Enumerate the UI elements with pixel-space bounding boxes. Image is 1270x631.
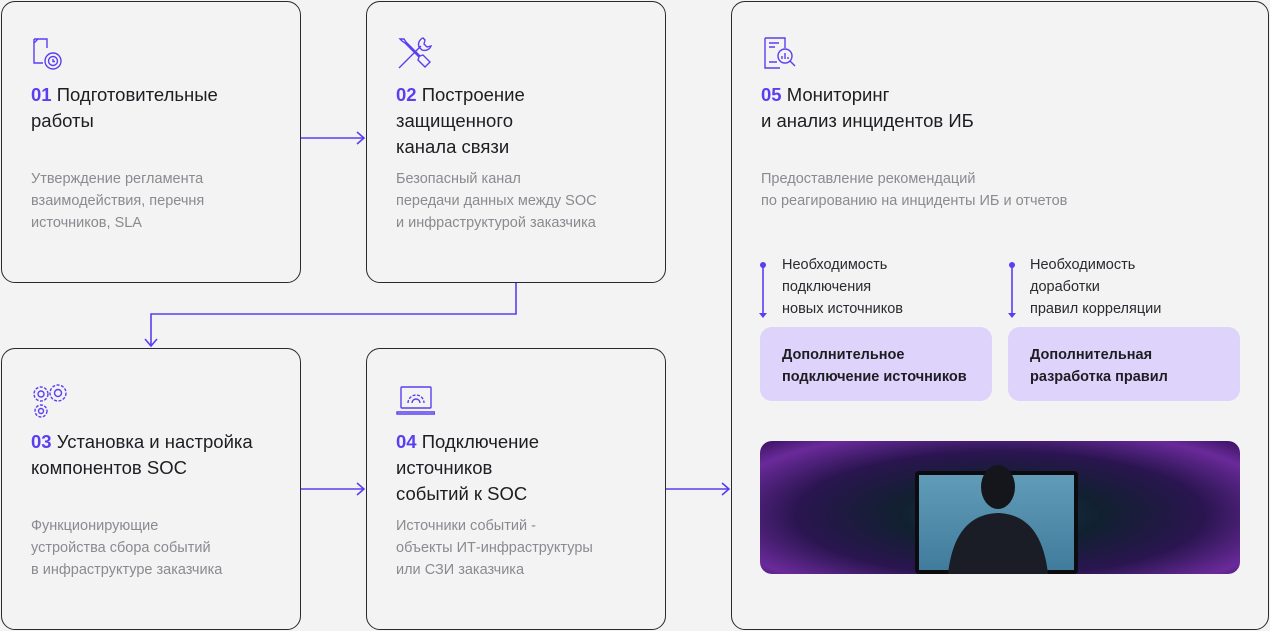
branch-arrow xyxy=(759,262,767,318)
laptop-gear-icon xyxy=(396,386,435,415)
gears-icon xyxy=(33,384,67,418)
report-search-icon xyxy=(764,37,796,69)
analyst-silhouette xyxy=(948,465,1048,574)
step-description: Источники событий -объекты ИТ-инфраструк… xyxy=(396,518,593,578)
document-clock-gear-icon xyxy=(33,38,62,70)
soc-analyst-image xyxy=(760,441,1240,574)
tools-icon xyxy=(398,37,433,69)
branch-arrow xyxy=(1008,262,1016,318)
